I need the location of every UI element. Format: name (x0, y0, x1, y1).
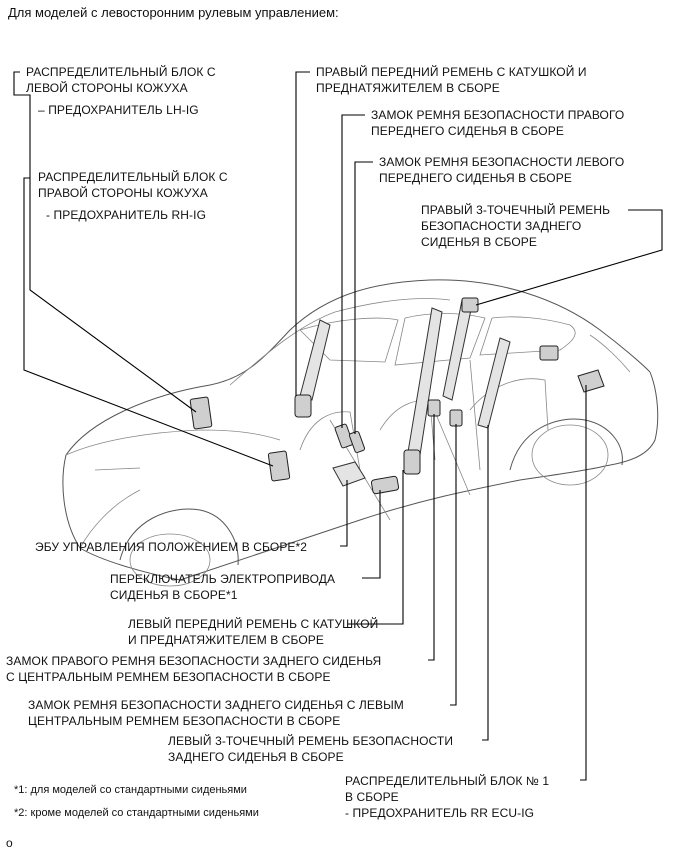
label-lh-line1: РАСПРЕДЕЛИТЕЛЬНЫЙ БЛОК С (26, 65, 216, 79)
label-rrbk-line1: ЗАМОК ПРАВОГО РЕМНЯ БЕЗОПАСНОСТИ ЗАДНЕГО… (6, 654, 382, 668)
label-lfbk-line2: ПЕРЕДНЕГО СИДЕНЬЯ В СБОРЕ (379, 171, 572, 185)
label-rrb-line3: СИДЕНЬЯ В СБОРЕ (421, 235, 538, 249)
right-front-belt-part (299, 319, 331, 401)
lh-junction-block-part (189, 396, 213, 430)
label-rfbk-line2: ПЕРЕДНЕГО СИДЕНЬЯ В СБОРЕ (371, 124, 564, 138)
label-rr-line2: В СБОРЕ (345, 790, 399, 804)
label-lfbk-line1: ЗАМОК РЕМНЯ БЕЗОПАСНОСТИ ЛЕВОГО (379, 155, 625, 169)
label-switch-line2: СИДЕНЬЯ В СБОРЕ*1 (110, 588, 238, 602)
label-rrb-line2: БЕЗОПАСНОСТИ ЗАДНЕГО (421, 219, 582, 233)
label-rh-line2: ПРАВОЙ СТОРОНЫ КОЖУХА (38, 186, 208, 200)
label-lrb-line1: ЛЕВЫЙ 3-ТОЧЕЧНЫЙ РЕМЕНЬ БЕЗОПАСНОСТИ (168, 734, 454, 748)
label-lrb-line2: ЗАДНЕГО СИДЕНЬЯ В СБОРЕ (168, 750, 344, 764)
seat-switch-part (370, 475, 400, 495)
left-front-belt-part (407, 307, 443, 456)
label-rrb-line1: ПРАВЫЙ 3-ТОЧЕЧНЫЙ РЕМЕНЬ (421, 203, 611, 217)
label-rfb-line1: ПРАВЫЙ ПЕРЕДНИЙ РЕМЕНЬ С КАТУШКОЙ И (316, 65, 587, 79)
footer-mark: o (6, 836, 13, 850)
rh-junction-block-part (267, 450, 291, 482)
label-lh-line2: ЛЕВОЙ СТОРОНЫ КОЖУХА (26, 81, 188, 95)
rr-junction-block-part (577, 369, 605, 393)
label-rfbk-line1: ЗАМОК РЕМНЯ БЕЗОПАСНОСТИ ПРАВОГО (371, 108, 625, 122)
right-rear-belt-part (442, 299, 473, 401)
ecu-part (332, 461, 366, 487)
components (189, 297, 605, 495)
footnote-2: *2: кроме моделей со стандартными сидень… (14, 807, 259, 819)
label-lh-fuse: – ПРЕДОХРАНИТЕЛЬ LH-IG (38, 103, 199, 117)
footnote-1: *1: для моделей со стандартными сиденьям… (14, 784, 247, 796)
left-rear-buckle-part (449, 409, 463, 427)
left-rear-belt-part (477, 337, 511, 429)
label-rh-fuse: - ПРЕДОХРАНИТЕЛЬ RH-IG (46, 208, 206, 222)
leader-lines (13, 71, 663, 781)
label-switch-line1: ПЕРЕКЛЮЧАТЕЛЬ ЭЛЕКТРОПРИВОДА (110, 572, 336, 586)
label-rr-fuse: - ПРЕДОХРАНИТЕЛЬ RR ECU-IG (345, 806, 535, 820)
label-rfb-line2: ПРЕДНАТЯЖИТЕЛЕМ В СБОРЕ (316, 81, 500, 95)
label-lrbk-line2: ЦЕНТРАЛЬНЫМ РЕМНЕМ БЕЗОПАСНОСТИ В СБОРЕ (28, 714, 341, 728)
label-rr-line1: РАСПРЕДЕЛИТЕЛЬНЫЙ БЛОК № 1 (345, 774, 550, 788)
label-rh-line1: РАСПРЕДЕЛИТЕЛЬНЫЙ БЛОК С (38, 170, 228, 184)
right-rear-buckle-part (427, 399, 441, 417)
label-rrbk-line2: С ЦЕНТРАЛЬНЫМ РЕМНЕМ БЕЗОПАСНОСТИ В СБОР… (6, 670, 331, 684)
right-front-retractor-part (294, 394, 312, 418)
page-header: Для моделей с левосторонним рулевым упра… (8, 5, 339, 20)
label-lfb-line1: ЛЕВЫЙ ПЕРЕДНИЙ РЕМЕНЬ С КАТУШКОЙ (128, 617, 379, 631)
label-lrbk-line1: ЗАМОК РЕМНЯ БЕЗОПАСНОСТИ ЗАДНЕГО СИДЕНЬЯ… (28, 698, 404, 712)
left-rear-retractor-part (539, 345, 559, 361)
left-front-buckle-part (348, 430, 366, 454)
label-lfb-line2: И ПРЕДНАТЯЖИТЕЛЕМ В СБОРЕ (128, 633, 325, 647)
left-front-retractor-part (403, 449, 421, 475)
label-ecu-line1: ЭБУ УПРАВЛЕНИЯ ПОЛОЖЕНИЕМ В СБОРЕ*2 (35, 540, 308, 554)
right-rear-retractor-part (461, 297, 479, 313)
